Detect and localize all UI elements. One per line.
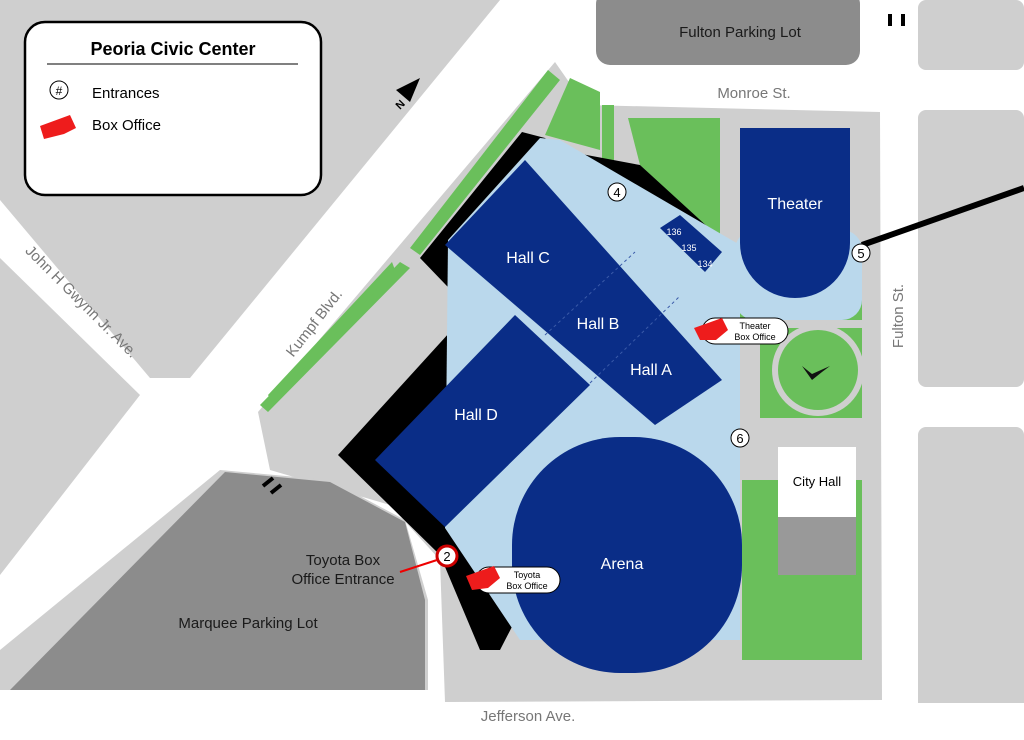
monroe-street-label: Monroe St. — [717, 85, 790, 102]
legend-box-office-label: Box Office — [92, 117, 161, 134]
room-135-label: 135 — [681, 243, 696, 253]
hall-a-label: Hall A — [630, 362, 672, 379]
toyota-box-office-label-1: Toyota — [514, 570, 541, 580]
hall-d-label: Hall D — [454, 407, 498, 424]
theater-box-office-label-1: Theater — [739, 321, 770, 331]
toyota-box-office[interactable]: Toyota Box Office — [466, 566, 561, 594]
entrance-number: 4 — [613, 185, 620, 200]
arena-label: Arena — [601, 556, 644, 573]
marquee-parking-lot — [10, 472, 425, 690]
theater-box-office[interactable]: Theater Box Office — [694, 317, 789, 345]
legend-entrances-label: Entrances — [92, 85, 160, 102]
toyota-box-office-label-2: Box Office — [506, 581, 547, 591]
city-hall[interactable] — [778, 447, 856, 517]
fulton-parking-lot — [596, 0, 860, 65]
city-hall-annex — [778, 517, 856, 575]
entrance-symbol-icon — [49, 80, 69, 100]
theater[interactable] — [740, 128, 850, 298]
fulton-lot-label: Fulton Parking Lot — [679, 24, 802, 41]
box-office-ticket-icon — [40, 115, 76, 139]
room-134-label: 134 — [697, 259, 712, 269]
entrance-symbol-text: # — [56, 84, 63, 98]
fountain-green — [778, 330, 858, 410]
entrance-number: 2 — [443, 549, 450, 564]
entrance-5[interactable]: 5 — [851, 243, 871, 263]
legend-title: Peoria Civic Center — [90, 39, 255, 59]
city-hall-label: City Hall — [793, 474, 842, 489]
theater-box-office-label-2: Box Office — [734, 332, 775, 342]
entrance-4[interactable]: 4 — [607, 182, 627, 202]
theater-label: Theater — [767, 196, 823, 213]
ticket-icon — [466, 566, 500, 590]
marquee-lot-label: Marquee Parking Lot — [178, 615, 318, 632]
ticket-icon — [694, 318, 728, 340]
entrance-number: 6 — [736, 431, 743, 446]
entrance-number: 5 — [857, 246, 864, 261]
parking-markers — [261, 14, 905, 495]
room-136-label: 136 — [666, 227, 681, 237]
legend: Peoria Civic Center # Entrances Box Offi… — [23, 20, 323, 197]
hall-c-label: Hall C — [506, 250, 550, 267]
jefferson-ave-label: Jefferson Ave. — [481, 708, 576, 725]
arena[interactable] — [512, 437, 742, 673]
toyota-entrance-label-2: Office Entrance — [291, 571, 394, 588]
sculpture-icon — [802, 366, 830, 380]
hall-b-label: Hall B — [577, 316, 620, 333]
meeting-rooms-134-136[interactable] — [660, 215, 722, 272]
entrance-6[interactable]: 6 — [730, 428, 750, 448]
toyota-entrance-label-1: Toyota Box — [306, 552, 381, 569]
fulton-street-label: Fulton St. — [890, 284, 907, 348]
hall-d[interactable] — [375, 315, 590, 527]
entrance-2[interactable]: 2 — [435, 544, 459, 568]
halls-abc[interactable] — [445, 160, 722, 425]
